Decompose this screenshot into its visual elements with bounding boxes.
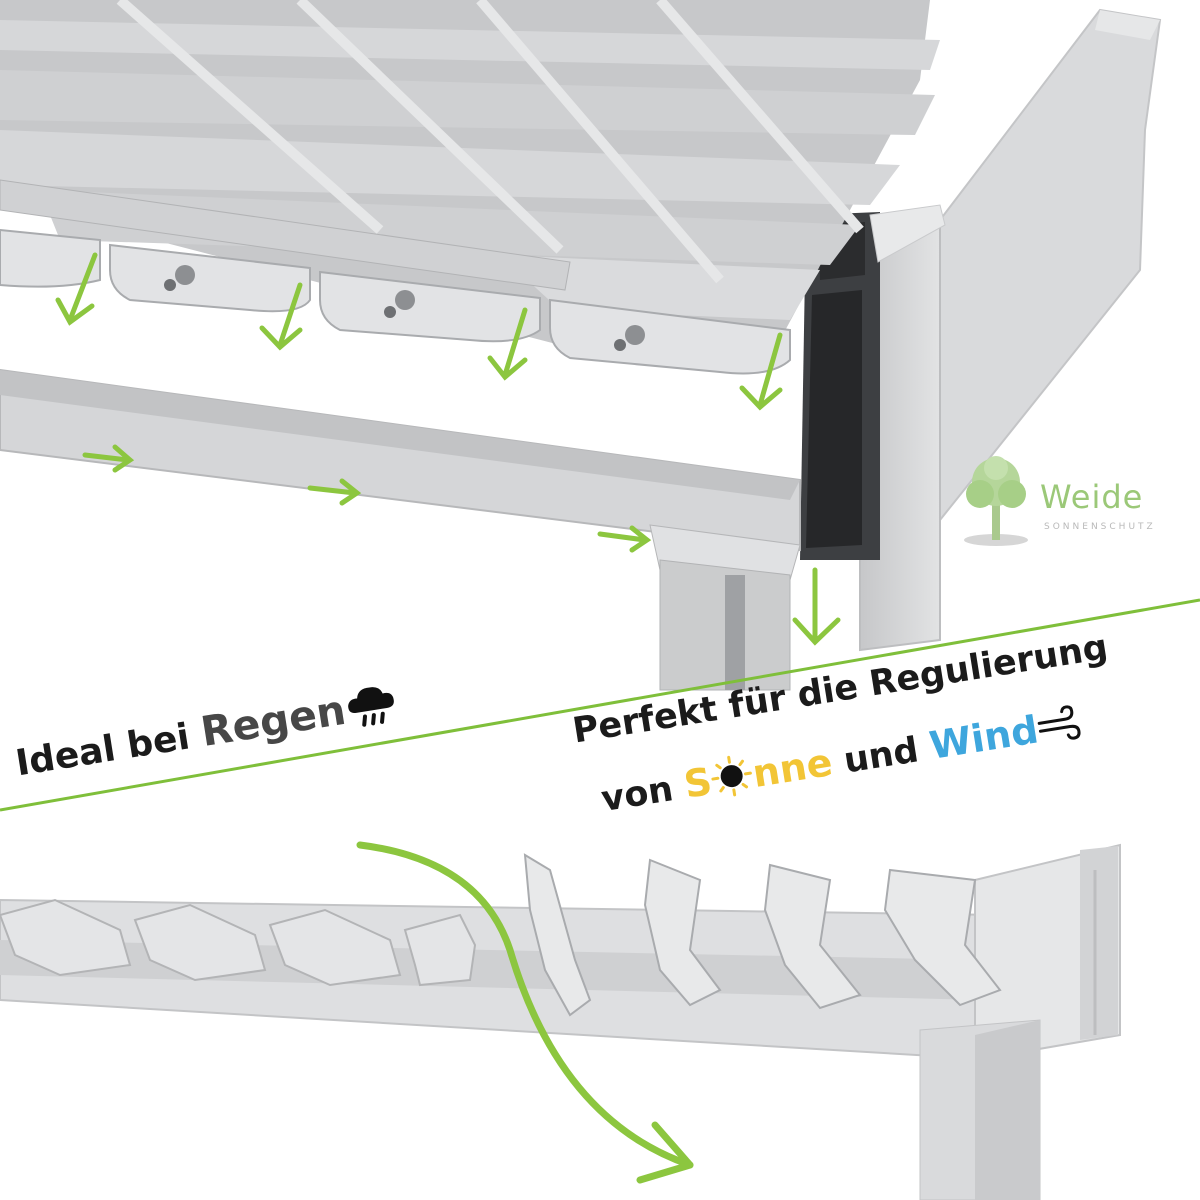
bolts	[164, 265, 645, 351]
wind-icon	[1035, 703, 1085, 754]
logo-name: Weide	[1040, 478, 1144, 516]
sun-icon	[708, 752, 757, 809]
bottom-scene	[0, 841, 1121, 1200]
top-scene	[0, 0, 1162, 691]
tree-logo-icon	[964, 456, 1028, 546]
slat-profiles	[0, 228, 791, 375]
brand-logo: Weide SONNENSCHUTZ	[956, 452, 1196, 552]
caption-rain: Ideal bei Regen	[12, 678, 401, 793]
rain-flow-arrows	[55, 252, 841, 646]
logo-subtitle: SONNENSCHUTZ	[1044, 522, 1156, 532]
closed-slats	[0, 898, 477, 987]
caption-connector: und	[829, 728, 934, 784]
caption-line2-prefix: von	[598, 767, 688, 820]
side-beam	[939, 8, 1162, 523]
divider-line	[0, 598, 1200, 812]
open-slats	[523, 853, 1002, 1017]
front-rail	[0, 179, 571, 291]
rain-cloud-icon	[342, 678, 402, 740]
wind-flow-arrow	[356, 841, 694, 1169]
